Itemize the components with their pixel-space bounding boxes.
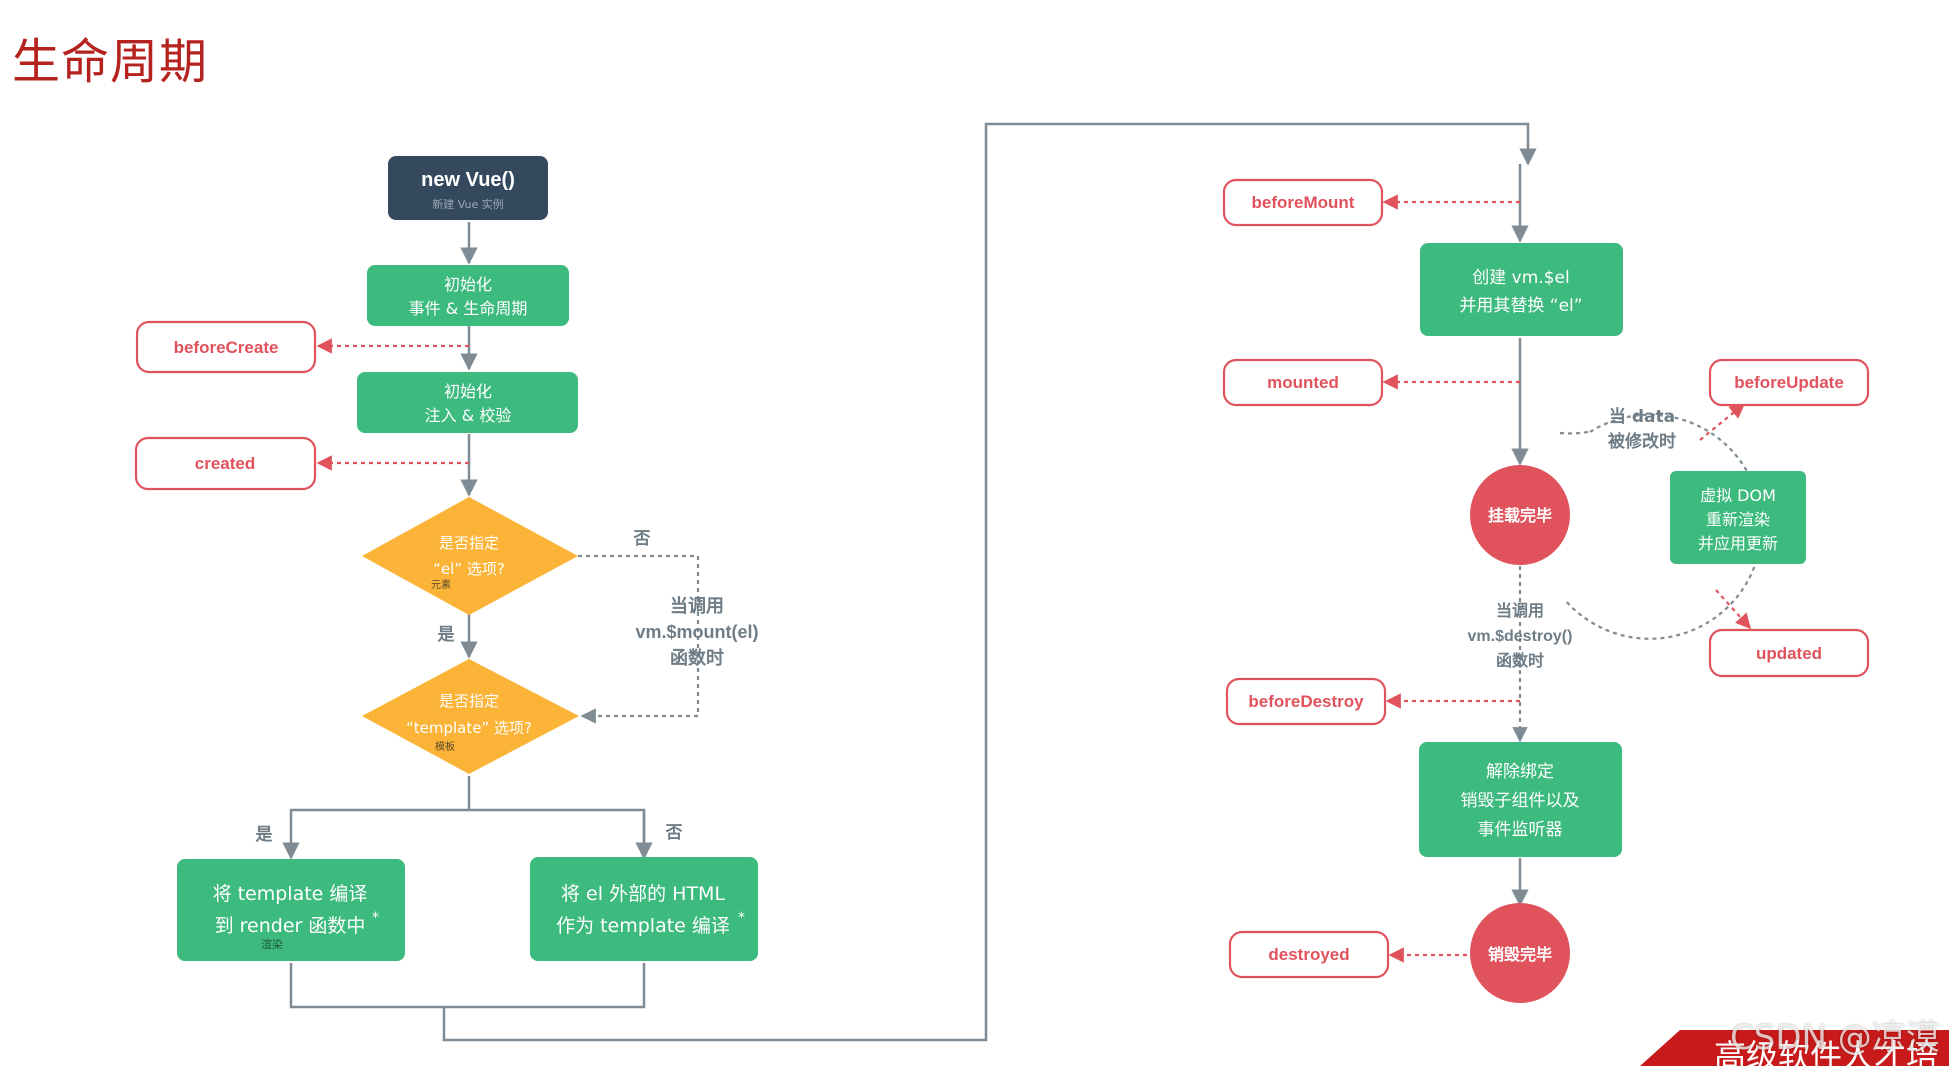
label-no-el: 否 [633,529,651,549]
node-teardown: 解除绑定 销毁子组件以及 事件监听器 [1419,742,1622,857]
hook-label-beforeDestroy: beforeDestroy [1248,692,1364,711]
hook-label-beforeMount: beforeMount [1252,193,1355,212]
svg-text:作为 template 编译: 作为 template 编译 [556,915,730,937]
label-data-change-2: 被修改时 [1608,431,1676,452]
watermark: CSDN @凉漠 [1730,1018,1940,1058]
node-new-vue-title: new Vue() [421,169,515,191]
label-destroy-call-3: 函数时 [1496,651,1544,670]
hook-mounted [1222,358,1384,407]
label-no-template: 否 [665,823,683,843]
hook-arrow-updated [1715,589,1752,630]
svg-text:元素: 元素 [431,578,451,591]
hook-updated [1708,628,1870,678]
svg-text:注入 & 校验: 注入 & 校验 [425,406,512,425]
node-compile-template: 将 template 编译 到 render 函数中 * 渲染 [177,859,405,961]
node-create-el: 创建 vm.$el 并用其替换 “el” [1420,243,1623,336]
page-title: 生命周期 [12,34,209,90]
svg-text:重新渲染: 重新渲染 [1706,510,1770,529]
node-mounted-done: 挂载完毕 [1470,465,1570,565]
node-has-el: 是否指定 “el” 选项? 元素 [362,497,578,615]
arrow-to-right-column [442,122,1537,1042]
svg-text:解除绑定: 解除绑定 [1486,762,1554,782]
label-destroy-call-2: vm.$destroy() [1468,628,1573,645]
hook-label-mounted: mounted [1267,373,1339,392]
node-vdom: 虚拟 DOM 重新渲染 并应用更新 [1670,471,1806,564]
arrow-template-split [282,776,471,860]
svg-text:是否指定: 是否指定 [439,692,499,710]
hook-beforeUpdate [1708,358,1870,407]
node-destroyed-done: 销毁完毕 [1470,903,1570,1003]
svg-text:*: * [738,910,745,926]
arrow-template-no [469,808,646,858]
svg-text:事件监听器: 事件监听器 [1478,820,1563,840]
hook-beforeCreate [135,320,317,374]
hook-arrow-beforeUpdate [1699,403,1746,441]
arrow-merge [289,963,646,1009]
node-init-inject: 初始化 注入 & 校验 [357,372,578,433]
hook-label-created: created [195,454,255,473]
hook-destroyed [1228,930,1390,979]
svg-text:初始化: 初始化 [444,275,492,294]
svg-text:创建 vm.$el: 创建 vm.$el [1472,268,1569,288]
node-new-vue: new Vue() 新建 Vue 实例 [388,156,548,220]
label-yes-template: 是 [256,825,273,845]
label-mount-call-1: 当调用 [670,595,724,617]
node-new-vue-sub: 新建 Vue 实例 [432,197,504,211]
svg-text:初始化: 初始化 [444,382,492,401]
hook-beforeMount [1222,178,1384,227]
label-mount-call-2: vm.$mount(el) [635,622,758,642]
svg-text:模板: 模板 [435,740,455,753]
footer-band [1640,1030,1949,1066]
dashed-no-el [578,554,700,724]
hook-label-updated: updated [1756,644,1822,663]
label-data-change-1: 当 data [1609,406,1675,427]
svg-text:是否指定: 是否指定 [439,534,499,552]
svg-text:销毁子组件以及: 销毁子组件以及 [1461,791,1580,811]
hook-beforeDestroy [1225,677,1387,726]
svg-text:*: * [372,910,379,926]
svg-text:将 template 编译: 将 template 编译 [213,883,368,905]
hook-label-beforeCreate: beforeCreate [174,338,279,357]
svg-text:虚拟 DOM: 虚拟 DOM [1700,486,1776,505]
hook-label-beforeUpdate: beforeUpdate [1734,373,1844,392]
svg-text:销毁完毕: 销毁完毕 [1488,945,1552,964]
svg-text:挂载完毕: 挂载完毕 [1488,506,1552,525]
hook-label-destroyed: destroyed [1268,945,1349,964]
svg-text:并应用更新: 并应用更新 [1698,534,1778,553]
hook-created [134,436,317,491]
svg-text:到 render 函数中: 到 render 函数中 [215,915,366,937]
svg-text:“template” 选项?: “template” 选项? [406,719,532,737]
svg-text:渲染: 渲染 [261,937,283,951]
node-compile-outer: 将 el 外部的 HTML 作为 template 编译 * [530,857,758,961]
label-destroy-call-1: 当调用 [1496,601,1544,620]
svg-text:“el” 选项?: “el” 选项? [433,560,505,578]
node-has-template: 是否指定 “template” 选项? 模板 [362,659,579,774]
node-init-events: 初始化 事件 & 生命周期 [367,265,569,326]
svg-text:事件 & 生命周期: 事件 & 生命周期 [409,299,528,318]
label-mount-call-3: 函数时 [670,647,724,669]
svg-text:将 el 外部的 HTML: 将 el 外部的 HTML [561,883,725,905]
label-yes-el: 是 [438,625,455,645]
svg-text:并用其替换 “el”: 并用其替换 “el” [1459,296,1582,316]
